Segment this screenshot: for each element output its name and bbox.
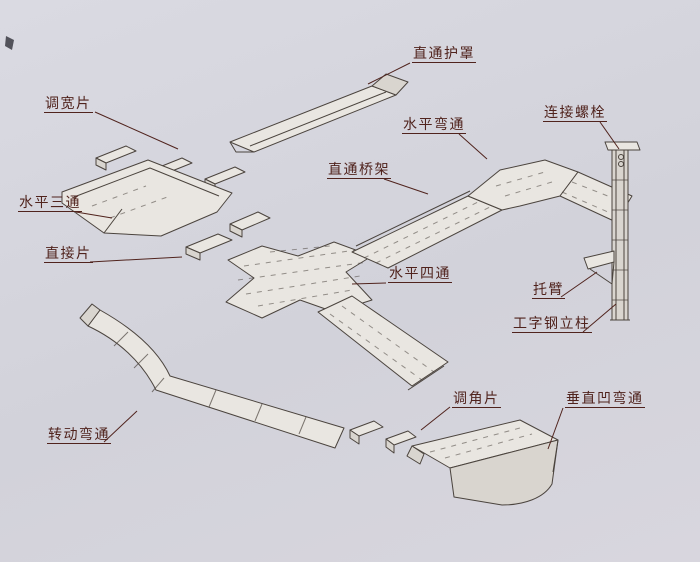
scan-artifact bbox=[5, 36, 14, 50]
part-vertical-inner-elbow bbox=[406, 419, 559, 506]
label-vertical-inner-elbow: 垂直凹弯通 bbox=[565, 390, 645, 409]
label-straight-tray: 直通桥架 bbox=[327, 161, 391, 180]
label-horizontal-elbow: 水平弯通 bbox=[402, 116, 466, 135]
label-straight-cover: 直通护罩 bbox=[412, 45, 476, 64]
part-angle-adjust-plates bbox=[349, 420, 417, 454]
part-horizontal-cross bbox=[225, 241, 373, 319]
label-direct-plate: 直接片 bbox=[44, 245, 93, 264]
part-straight-tray bbox=[351, 190, 503, 269]
part-bracket-arm bbox=[583, 250, 615, 285]
label-angle-adjust-plate: 调角片 bbox=[452, 390, 501, 409]
label-bracket-arm: 托臂 bbox=[532, 281, 565, 300]
part-horizontal-tee bbox=[61, 159, 233, 237]
part-rotating-elbow bbox=[79, 303, 345, 449]
part-horizontal-elbow bbox=[467, 159, 579, 211]
part-direct-plate bbox=[185, 211, 271, 261]
connecting-bolt-head bbox=[618, 154, 624, 160]
connecting-bolt-head bbox=[618, 161, 624, 167]
label-horizontal-tee: 水平三通 bbox=[18, 194, 82, 213]
label-rotating-elbow: 转动弯通 bbox=[47, 426, 111, 445]
part-straight-cover bbox=[229, 73, 409, 153]
label-connecting-bolt: 连接螺栓 bbox=[543, 104, 607, 123]
label-i-beam-column: 工字钢立柱 bbox=[512, 315, 592, 334]
part-i-beam-column bbox=[604, 141, 641, 321]
part-branch-tray bbox=[317, 295, 449, 391]
label-horizontal-cross: 水平四通 bbox=[388, 265, 452, 284]
label-width-adjust-plate: 调宽片 bbox=[44, 95, 93, 114]
leader-lines bbox=[75, 62, 620, 450]
